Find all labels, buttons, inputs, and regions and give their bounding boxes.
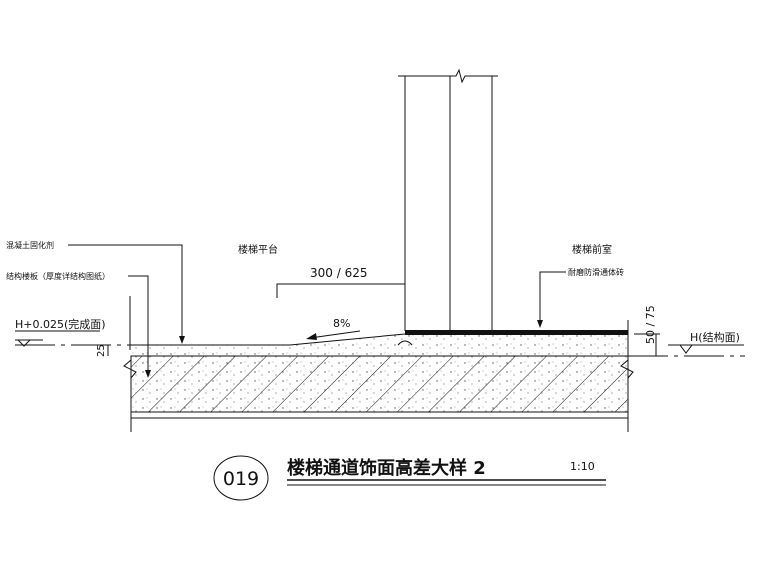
slope-label: 8% [333,317,350,330]
dim-25: 25 [96,344,107,357]
break-mark-icon [620,359,634,379]
structural-slab [123,355,634,432]
detail-title: 楼梯通道饰面高差大样 2 [287,457,486,479]
finish-level-label: H+0.025(完成面) [15,317,106,331]
structure-level-label: H(结构面) [690,330,740,344]
platform-label: 楼梯平台 [238,243,278,256]
tile-layer [405,330,628,335]
break-mark-icon [398,68,498,84]
anteroom-label: 楼梯前室 [572,243,612,256]
detail-number: 019 [223,468,259,490]
hardener-label: 混凝土固化剂 [6,240,54,250]
screed-layer [131,333,628,357]
arrow-left-icon [306,333,317,340]
tile-label: 耐磨防滑通体砖 [568,267,624,277]
break-mark-icon [123,359,137,379]
dim-300-625: 300 / 625 [310,266,367,280]
wall [398,68,498,331]
detail-scale: 1:10 [570,460,595,473]
level-marker-icon [15,339,43,347]
dim-50-75: 50 / 75 [644,305,657,344]
slab-label: 结构楼板（厚度详结构图纸） [6,271,110,281]
detail-number-circle [213,455,269,501]
level-marker-icon [668,344,744,354]
